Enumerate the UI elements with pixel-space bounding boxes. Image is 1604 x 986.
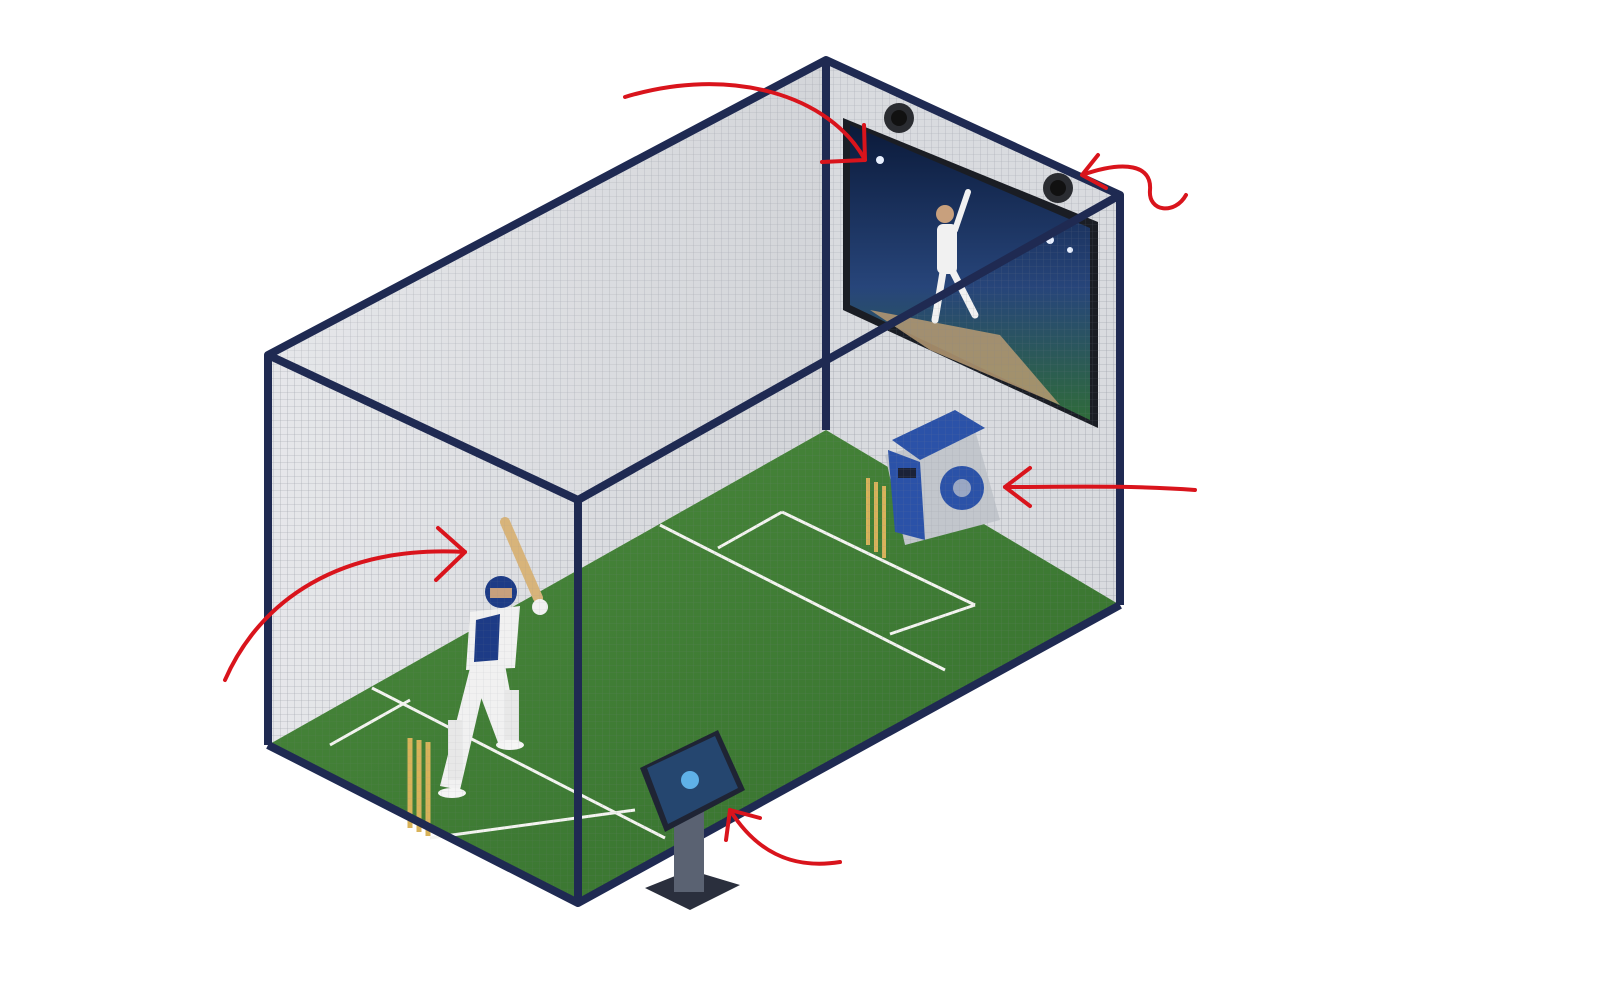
annotation-arrows — [223, 82, 1197, 866]
arrow-to-speaker — [1080, 153, 1188, 211]
arrow-to-screen — [623, 82, 867, 164]
control-kiosk — [640, 730, 745, 910]
overhead-speaker-right — [1043, 173, 1073, 203]
arrow-to-batsman — [223, 526, 467, 682]
overhead-speaker — [884, 103, 914, 133]
arrow-to-kiosk — [724, 808, 842, 866]
cage-frame — [264, 56, 1124, 907]
front-right-net-wall — [268, 195, 1120, 903]
arrow-to-bowling-machine — [1003, 466, 1197, 508]
